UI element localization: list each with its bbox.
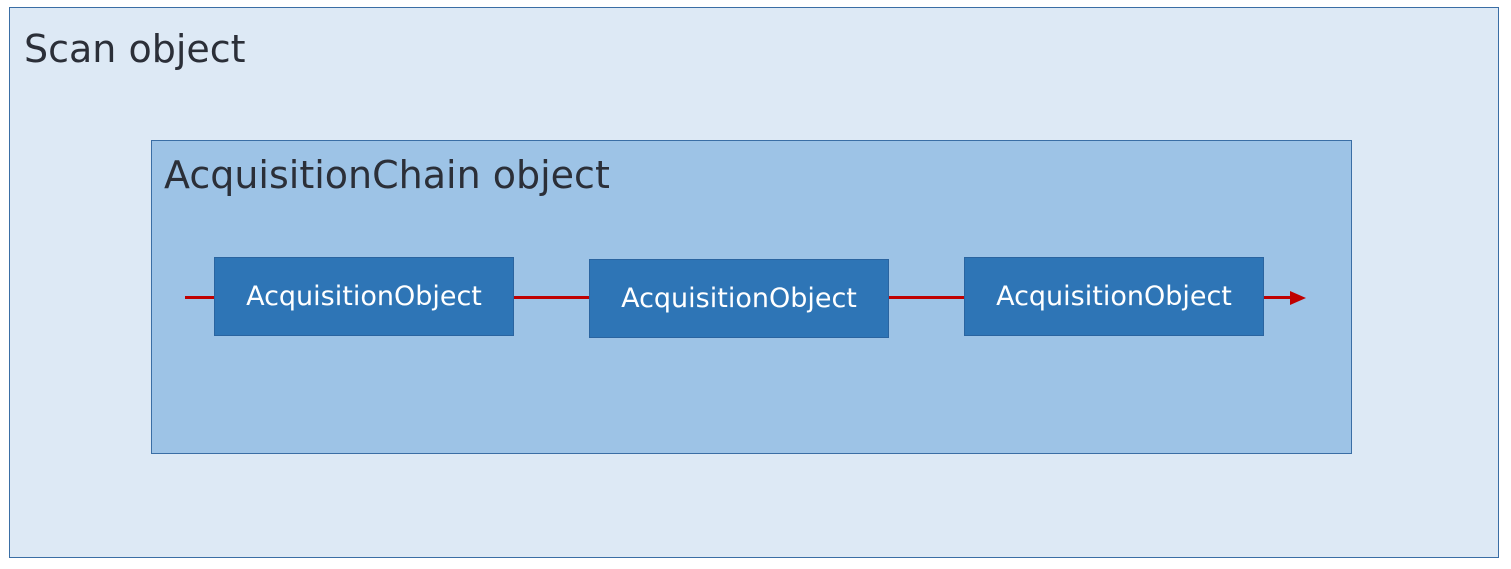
acquisition-chain-title: AcquisitionChain object	[164, 153, 610, 197]
scan-object-title: Scan object	[24, 27, 246, 71]
acquisition-object-node-1: AcquisitionObject	[214, 257, 514, 336]
flow-line-1-2	[513, 296, 590, 299]
flow-line-start	[185, 296, 215, 299]
acquisition-object-label: AcquisitionObject	[996, 281, 1232, 312]
acquisition-object-node-3: AcquisitionObject	[964, 257, 1264, 336]
acquisition-object-label: AcquisitionObject	[246, 281, 482, 312]
arrow-head-icon	[1290, 291, 1306, 305]
acquisition-object-label: AcquisitionObject	[621, 283, 857, 314]
flow-line-2-3	[888, 296, 965, 299]
acquisition-object-node-2: AcquisitionObject	[589, 259, 889, 338]
flow-line-end	[1264, 296, 1292, 299]
